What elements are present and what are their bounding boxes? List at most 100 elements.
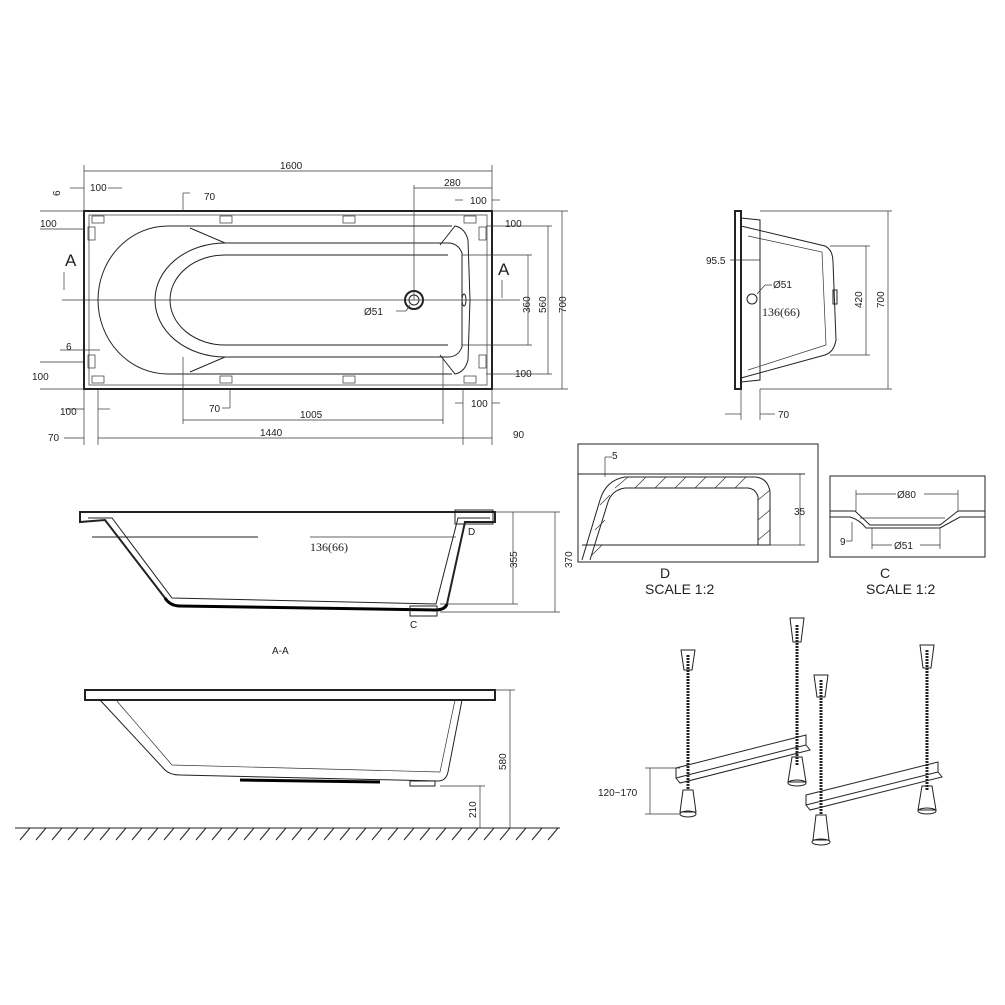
hatch-line xyxy=(211,827,223,841)
dim-700-end: 700 xyxy=(876,291,887,308)
hatch-line xyxy=(515,827,527,841)
detail-c-scale: SCALE 1:2 xyxy=(866,581,935,597)
hatch-line xyxy=(227,827,239,841)
hatch-line xyxy=(259,827,271,841)
dim-90: 90 xyxy=(513,430,525,441)
dim-6-top: 6 xyxy=(52,190,63,196)
detail-c-title: C xyxy=(880,565,890,581)
dim-35: 35 xyxy=(794,507,806,518)
leg-assembly: 120~170 xyxy=(598,617,943,846)
dim-360: 360 xyxy=(522,296,533,313)
detail-c-marker xyxy=(409,605,438,617)
dim-100-br: 100 xyxy=(471,399,488,410)
hatch-line xyxy=(387,827,399,841)
hatch-line xyxy=(83,827,95,841)
dim-280: 280 xyxy=(444,178,461,189)
leg-frame-left xyxy=(645,617,811,818)
dim-1440: 1440 xyxy=(260,428,283,439)
hatch-line xyxy=(19,827,31,841)
dim-length: 1600 xyxy=(280,161,303,172)
detail-d-marker xyxy=(454,509,494,525)
floor-hatch xyxy=(19,827,559,841)
hatch-line xyxy=(131,827,143,841)
dim-95-5: 95.5 xyxy=(706,256,726,267)
hatch-line xyxy=(547,827,559,841)
dim-100-r1: 100 xyxy=(505,219,522,230)
dim-6-side: 6 xyxy=(66,342,72,353)
floor-inner-curve xyxy=(169,254,448,346)
hatch-line xyxy=(467,827,479,841)
dim-100-tl: 100 xyxy=(90,183,107,194)
section-mark-left: A xyxy=(65,251,77,270)
section-aa: 136(66) 355 370 D C A-A xyxy=(79,509,575,657)
hatch-line xyxy=(99,827,111,841)
detail-c: Ø80 Ø51 9 C SCALE 1:2 xyxy=(829,475,986,597)
mounting-tabs xyxy=(87,215,487,384)
dim-210: 210 xyxy=(468,801,479,818)
section-overflow-label: 136(66) xyxy=(310,540,348,554)
dim-700: 700 xyxy=(558,296,569,313)
drain-label: Ø51 xyxy=(364,307,383,318)
dim-1005: 1005 xyxy=(300,410,323,421)
hatch-line xyxy=(451,827,463,841)
hatch-line xyxy=(499,827,511,841)
hatch-line xyxy=(115,827,127,841)
section-outline xyxy=(79,511,496,612)
top-view: A A 1600 100 70 280 100 6 100 100 360 56… xyxy=(32,161,569,445)
dim-100-l2: 100 xyxy=(32,372,49,383)
hatch-line xyxy=(483,827,495,841)
hatch-line xyxy=(307,827,319,841)
dim-560: 560 xyxy=(538,296,549,313)
dim-120-170: 120~170 xyxy=(598,788,638,799)
hatch-line xyxy=(67,827,79,841)
dim-70-end: 70 xyxy=(778,410,790,421)
hatch-line xyxy=(51,827,63,841)
hatch-line xyxy=(339,827,351,841)
dim-5: 5 xyxy=(612,451,618,462)
dim-580: 580 xyxy=(498,753,509,770)
leg-frame-right xyxy=(805,644,943,846)
detail-d: 5 35 D SCALE 1:2 xyxy=(577,443,819,597)
dim-100-l1: 100 xyxy=(40,219,57,230)
dim-70-bot: 70 xyxy=(209,404,221,415)
dim-355: 355 xyxy=(509,551,520,568)
detail-d-callout: D xyxy=(468,527,475,538)
hatch-line xyxy=(179,827,191,841)
detail-d-title: D xyxy=(660,565,670,581)
dim-100-tr: 100 xyxy=(470,196,487,207)
dim-51: Ø51 xyxy=(894,541,913,552)
hatch-line xyxy=(403,827,415,841)
dim-70-left: 70 xyxy=(48,433,60,444)
section-title: A-A xyxy=(272,646,289,657)
detail-d-scale: SCALE 1:2 xyxy=(645,581,714,597)
dim-9: 9 xyxy=(840,537,846,548)
hatch-line xyxy=(323,827,335,841)
dim-70-top: 70 xyxy=(204,192,216,203)
front-elevation: 580 210 xyxy=(15,689,560,841)
hatch-line xyxy=(531,827,543,841)
dim-100-bl: 100 xyxy=(60,407,77,418)
hatch-line xyxy=(35,827,47,841)
dimension-lines xyxy=(40,165,568,445)
dim-370: 370 xyxy=(564,551,575,568)
basin-rim-lines xyxy=(168,225,452,375)
hatch-line xyxy=(195,827,207,841)
end-drain-icon xyxy=(746,293,758,305)
dim-80: Ø80 xyxy=(897,490,916,501)
hatch-line xyxy=(355,827,367,841)
end-overflow-label: 136(66) xyxy=(762,305,800,319)
section-mark-right: A xyxy=(498,260,510,279)
hatch-line xyxy=(243,827,255,841)
end-drain-label: Ø51 xyxy=(773,280,792,291)
dim-100-r2: 100 xyxy=(515,369,532,380)
end-view: 95.5 Ø51 136(66) 420 700 70 xyxy=(706,210,892,421)
detail-c-callout: C xyxy=(410,620,417,631)
hatch-line xyxy=(291,827,303,841)
hatch-line xyxy=(435,827,447,841)
hatch-line xyxy=(163,827,175,841)
elevation-body xyxy=(99,699,463,782)
dim-420: 420 xyxy=(854,291,865,308)
hatch-line xyxy=(419,827,431,841)
end-basin-outline xyxy=(740,225,837,379)
